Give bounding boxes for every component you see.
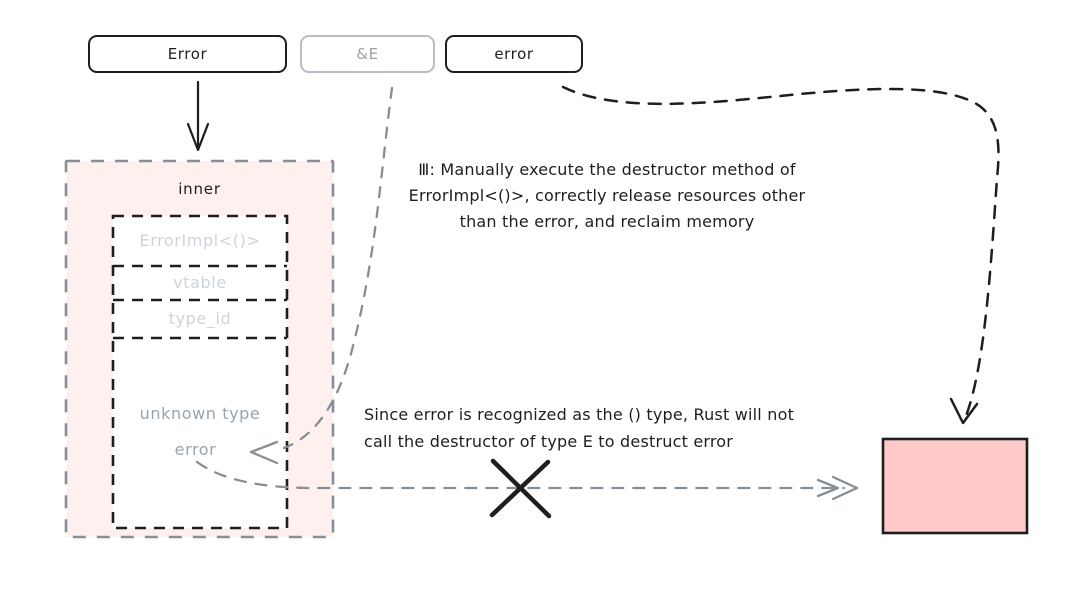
node-error-type-label: Error — [167, 45, 208, 63]
inner-struct-box — [111, 214, 289, 530]
step-note-line-1: Ⅲ: Manually execute the destructor metho… — [418, 160, 796, 179]
error-to-inner-arrow — [186, 80, 210, 152]
destructor-note-line-2: call the destructor of type E to destruc… — [364, 432, 734, 451]
node-ref-e-label: &E — [356, 45, 379, 63]
error-var-to-freed-arrow — [561, 85, 1000, 425]
step-note-line-2: ErrorImpl<()>, correctly release resourc… — [408, 186, 806, 205]
memory-box-title: inner — [178, 180, 221, 198]
field-type-id-label: type_id — [168, 309, 232, 328]
node-ref-e: &E — [300, 35, 435, 73]
not-called-cross — [489, 458, 552, 519]
node-error-type: Error — [88, 35, 287, 73]
freed-memory-rect — [881, 437, 1029, 535]
payload-error-label: error — [174, 440, 217, 459]
step-note-line-3: than the error, and reclaim memory — [459, 212, 755, 231]
field-vtable-label: vtable — [173, 273, 227, 292]
error-payload-out-arrow — [195, 460, 859, 501]
ref-e-to-error-arrow — [249, 86, 394, 465]
step-note: Ⅲ: Manually execute the destructor metho… — [368, 157, 846, 235]
destructor-note: Since error is recognized as the () type… — [364, 401, 794, 455]
node-error-var-label: error — [494, 45, 534, 63]
node-error-var: error — [445, 35, 583, 73]
destructor-note-line-1: Since error is recognized as the () type… — [364, 405, 795, 424]
field-errorimpl-label: ErrorImpl<()> — [139, 231, 261, 250]
payload-unknown-type-label: unknown type — [139, 404, 261, 423]
